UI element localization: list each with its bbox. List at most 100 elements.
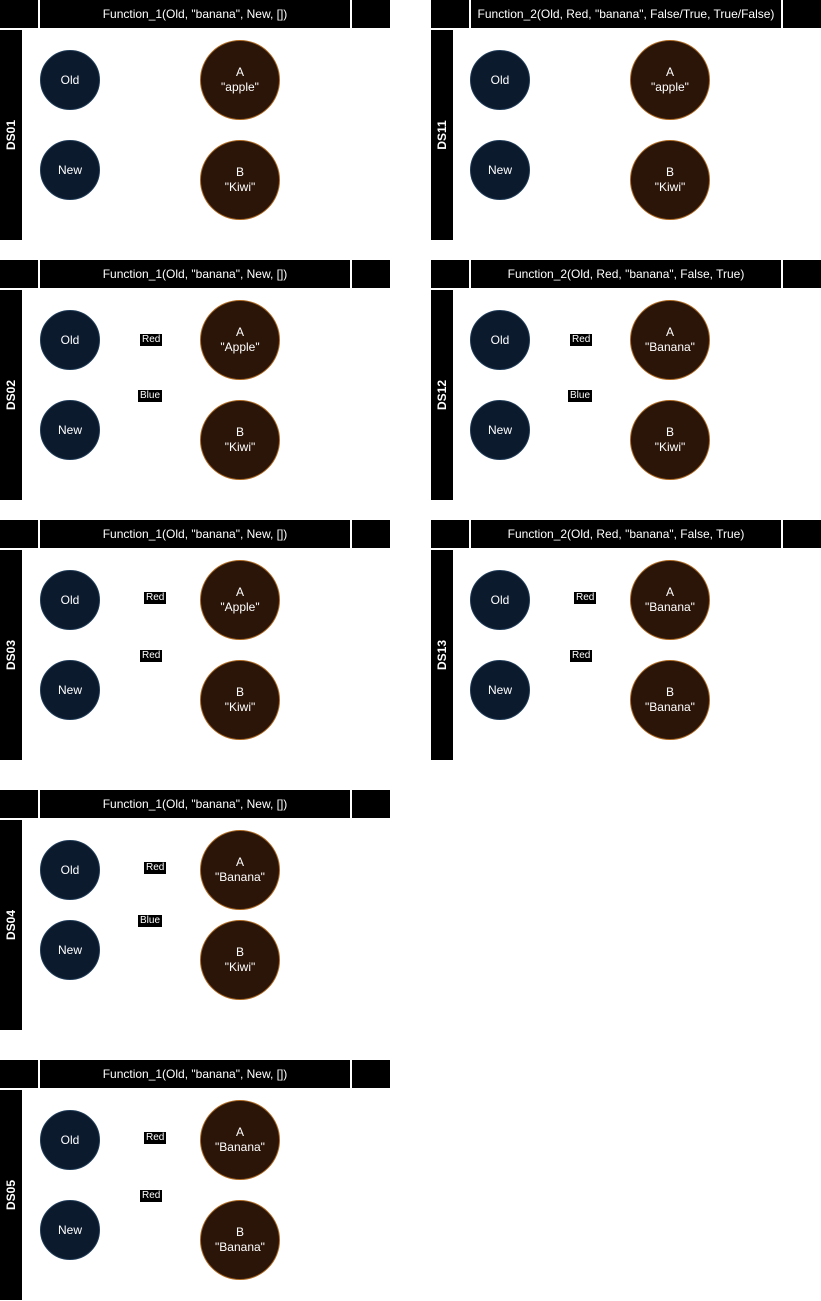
node-letter: A xyxy=(665,585,674,599)
dataset-label: DS05 xyxy=(4,1179,18,1211)
new-node: New xyxy=(470,140,530,200)
header-left-cell xyxy=(431,0,469,28)
color-tag-upper: Red xyxy=(574,592,597,604)
color-tag-lower: Red xyxy=(570,650,593,662)
node-letter: B xyxy=(235,425,244,439)
node-value: "Banana" xyxy=(645,700,695,714)
dataset-label: DS04 xyxy=(4,909,18,941)
panel-title: Function_2(Old, Red, "banana", False/Tru… xyxy=(471,0,781,28)
side-bar: DS11 xyxy=(431,30,453,240)
node-letter: A xyxy=(235,325,244,339)
panel-ds05: Function_1(Old, "banana", New, []) DS05 … xyxy=(0,1060,390,1300)
old-node: Old xyxy=(40,310,100,370)
panel-ds13: Function_2(Old, Red, "banana", False, Tr… xyxy=(431,520,821,760)
node-value: "Banana" xyxy=(215,1240,265,1254)
fruit-node-a: A "Banana" xyxy=(630,560,710,640)
header-right-cell xyxy=(783,0,821,28)
panel-ds03: Function_1(Old, "banana", New, []) DS03 … xyxy=(0,520,390,760)
panel-title: Function_1(Old, "banana", New, []) xyxy=(40,1060,350,1088)
fruit-node-a: A "Banana" xyxy=(200,1100,280,1180)
node-value: "Apple" xyxy=(220,340,260,354)
node-value: "apple" xyxy=(221,80,259,94)
node-letter: A xyxy=(665,65,674,79)
fruit-node-a: A "Apple" xyxy=(200,560,280,640)
header-right-cell xyxy=(352,790,390,818)
old-node: Old xyxy=(40,1110,100,1170)
fruit-node-a: A "Banana" xyxy=(630,300,710,380)
new-node: New xyxy=(470,660,530,720)
fruit-node-b: B "Kiwi" xyxy=(200,140,280,220)
node-letter: B xyxy=(665,425,674,439)
dataset-label: DS02 xyxy=(4,379,18,411)
fruit-node-b: B "Kiwi" xyxy=(630,140,710,220)
node-letter: A xyxy=(235,585,244,599)
fruit-node-b: B "Banana" xyxy=(630,660,710,740)
old-node: Old xyxy=(470,310,530,370)
node-value: "Kiwi" xyxy=(654,180,686,194)
node-value: "Kiwi" xyxy=(224,180,256,194)
side-bar: DS05 xyxy=(0,1090,22,1300)
header-left-cell xyxy=(431,260,469,288)
old-node: Old xyxy=(470,570,530,630)
side-bar: DS04 xyxy=(0,820,22,1030)
new-node: New xyxy=(40,400,100,460)
panel-title: Function_2(Old, Red, "banana", False, Tr… xyxy=(471,260,781,288)
old-node: Old xyxy=(40,570,100,630)
dataset-label: DS03 xyxy=(4,639,18,671)
node-letter: B xyxy=(235,685,244,699)
color-tag-lower: Blue xyxy=(568,390,593,402)
fruit-node-b: B "Kiwi" xyxy=(630,400,710,480)
color-tag-upper: Red xyxy=(144,862,167,874)
side-bar: DS01 xyxy=(0,30,22,240)
panel-title: Function_1(Old, "banana", New, []) xyxy=(40,520,350,548)
fruit-node-a: A "apple" xyxy=(200,40,280,120)
color-tag-lower: Red xyxy=(140,1190,163,1202)
panel-title: Function_1(Old, "banana", New, []) xyxy=(40,790,350,818)
header-left-cell xyxy=(0,790,38,818)
color-tag-upper: Red xyxy=(144,592,167,604)
header-right-cell xyxy=(352,520,390,548)
header-left-cell xyxy=(0,1060,38,1088)
fruit-node-b: B "Kiwi" xyxy=(200,920,280,1000)
panel-ds04: Function_1(Old, "banana", New, []) DS04 … xyxy=(0,790,390,1030)
side-bar: DS02 xyxy=(0,290,22,500)
side-bar: DS13 xyxy=(431,550,453,760)
old-node: Old xyxy=(40,50,100,110)
dataset-label: DS01 xyxy=(4,119,18,151)
panel-title: Function_1(Old, "banana", New, []) xyxy=(40,260,350,288)
node-letter: A xyxy=(235,1125,244,1139)
color-tag-upper: Red xyxy=(570,334,593,346)
header-right-cell xyxy=(783,520,821,548)
node-letter: B xyxy=(235,945,244,959)
node-value: "Banana" xyxy=(645,600,695,614)
dataset-label: DS12 xyxy=(435,379,449,411)
side-bar: DS12 xyxy=(431,290,453,500)
header-left-cell xyxy=(0,260,38,288)
panel-ds01: Function_1(Old, "banana", New, []) DS01 … xyxy=(0,0,390,240)
node-value: "Banana" xyxy=(645,340,695,354)
panel-ds11: Function_2(Old, Red, "banana", False/Tru… xyxy=(431,0,821,240)
header-left-cell xyxy=(0,520,38,548)
node-value: "Kiwi" xyxy=(224,440,256,454)
fruit-node-b: B "Kiwi" xyxy=(200,400,280,480)
fruit-node-b: B "Banana" xyxy=(200,1200,280,1280)
header-right-cell xyxy=(352,260,390,288)
node-letter: B xyxy=(665,165,674,179)
fruit-node-a: A "Banana" xyxy=(200,830,280,910)
new-node: New xyxy=(470,400,530,460)
color-tag-upper: Red xyxy=(140,334,163,346)
color-tag-lower: Blue xyxy=(138,390,163,402)
new-node: New xyxy=(40,920,100,980)
node-value: "Banana" xyxy=(215,870,265,884)
new-node: New xyxy=(40,660,100,720)
node-value: "Apple" xyxy=(220,600,260,614)
dataset-label: DS11 xyxy=(435,120,449,150)
node-value: "Banana" xyxy=(215,1140,265,1154)
fruit-node-a: A "apple" xyxy=(630,40,710,120)
new-node: New xyxy=(40,1200,100,1260)
node-value: "Kiwi" xyxy=(224,700,256,714)
node-letter: B xyxy=(665,685,674,699)
fruit-node-b: B "Kiwi" xyxy=(200,660,280,740)
node-letter: A xyxy=(665,325,674,339)
header-left-cell xyxy=(431,520,469,548)
